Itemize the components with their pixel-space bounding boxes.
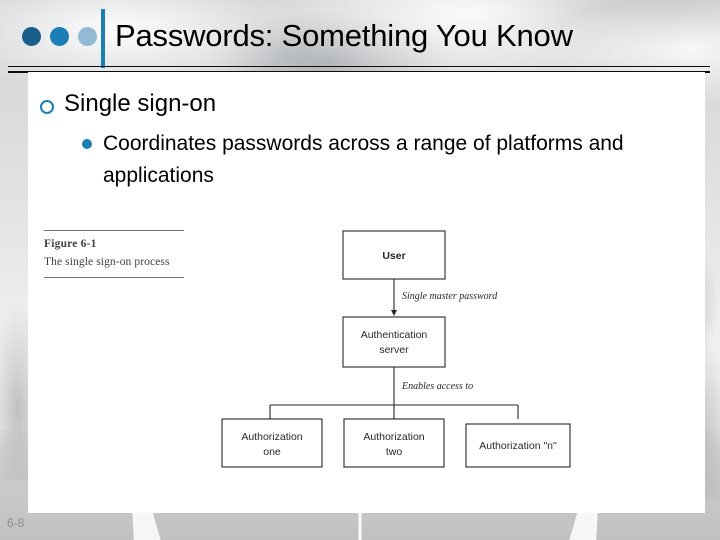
node-user-label: User: [382, 250, 405, 262]
figure-caption-subtitle: The single sign-on process: [44, 256, 170, 268]
circle-light-icon: [78, 27, 97, 46]
node-authorization-one: [221, 418, 323, 468]
node-authorization-two: [343, 418, 445, 468]
filled-circle-bullet-icon: [82, 139, 92, 149]
node-authorization-n: [465, 423, 571, 468]
node-authentication-server-label-line1: Authentication: [361, 329, 428, 341]
figure-caption: Figure 6-1 The single sign-on process: [44, 230, 184, 278]
bullet-item-level2: Coordinates passwords across a range of …: [82, 128, 662, 192]
title-accent-bar: [101, 9, 105, 68]
edge-user-to-server-label: Single master password: [402, 291, 498, 302]
circle-medium-icon: [50, 27, 69, 46]
bullet-level2-label: Coordinates passwords across a range of …: [103, 132, 624, 187]
node-authorization-one-label-line1: Authorization: [241, 431, 302, 443]
node-authorization-two-label-line2: two: [386, 446, 403, 458]
node-authorization-n-label: Authorization "n": [479, 440, 557, 452]
header-dots-decoration: [22, 27, 97, 46]
slide-header: Passwords: Something You Know: [0, 0, 720, 68]
circle-dark-icon: [22, 27, 41, 46]
content-panel: Single sign-on Coordinates passwords acr…: [28, 72, 705, 513]
node-authorization-one-label-line2: one: [263, 446, 281, 458]
node-user: [342, 230, 446, 280]
page-title: Passwords: Something You Know: [115, 18, 573, 53]
bullet-item-level1: Single sign-on: [40, 88, 216, 120]
edge-server-to-authorizations-label: Enables access to: [401, 381, 473, 392]
page-number: 6-8: [7, 516, 25, 530]
hollow-circle-bullet-icon: [40, 100, 54, 114]
single-sign-on-diagram: User Single master password Authenticati…: [208, 227, 598, 472]
node-authentication-server-label-line2: server: [379, 344, 409, 356]
figure-caption-title: Figure 6-1: [44, 238, 97, 250]
node-authorization-two-label-line1: Authorization: [363, 431, 424, 443]
node-authentication-server: [342, 316, 446, 368]
bullet-level1-label: Single sign-on: [64, 90, 217, 117]
